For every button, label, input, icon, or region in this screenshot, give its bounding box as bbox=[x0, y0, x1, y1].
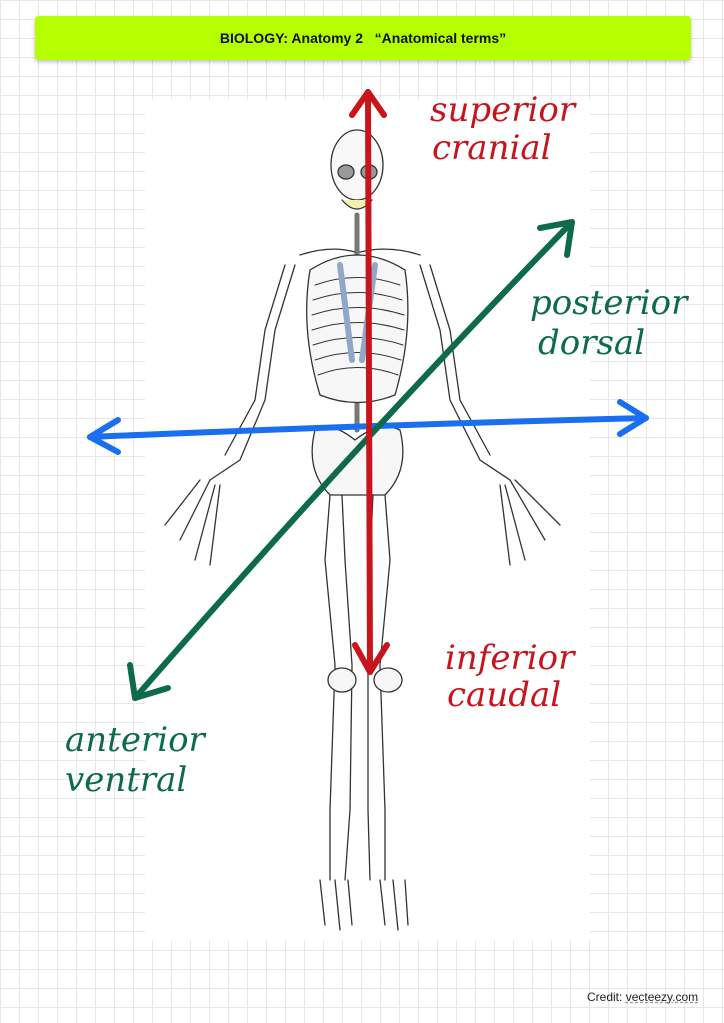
superior-inferior-arrow bbox=[349, 89, 390, 675]
page-title: BIOLOGY: Anatomy 2 “Anatomical terms” bbox=[219, 30, 507, 46]
page-title-banner: BIOLOGY: Anatomy 2 “Anatomical terms” bbox=[35, 16, 691, 60]
anterior-posterior-arrow bbox=[127, 219, 575, 701]
label-caudal: caudal bbox=[447, 675, 562, 715]
skull bbox=[330, 129, 384, 201]
label-superior: superior bbox=[430, 90, 576, 130]
clavicles bbox=[299, 248, 421, 256]
ribcage bbox=[306, 254, 409, 404]
right-arm bbox=[419, 264, 511, 481]
label-inferior: inferior bbox=[445, 638, 575, 678]
skeleton-illustration bbox=[164, 129, 561, 931]
image-credit: Credit: vecteezy.com bbox=[587, 990, 698, 1004]
label-ventral: ventral bbox=[65, 760, 188, 800]
left-arm bbox=[209, 264, 296, 481]
label-cranial: cranial bbox=[432, 128, 552, 168]
left-leg bbox=[324, 494, 353, 881]
label-posterior: posterior bbox=[530, 283, 688, 323]
credit-prefix: Credit: bbox=[587, 990, 623, 1004]
label-anterior: anterior bbox=[65, 720, 205, 760]
label-dorsal: dorsal bbox=[538, 323, 646, 363]
credit-link[interactable]: vecteezy.com bbox=[625, 990, 699, 1004]
